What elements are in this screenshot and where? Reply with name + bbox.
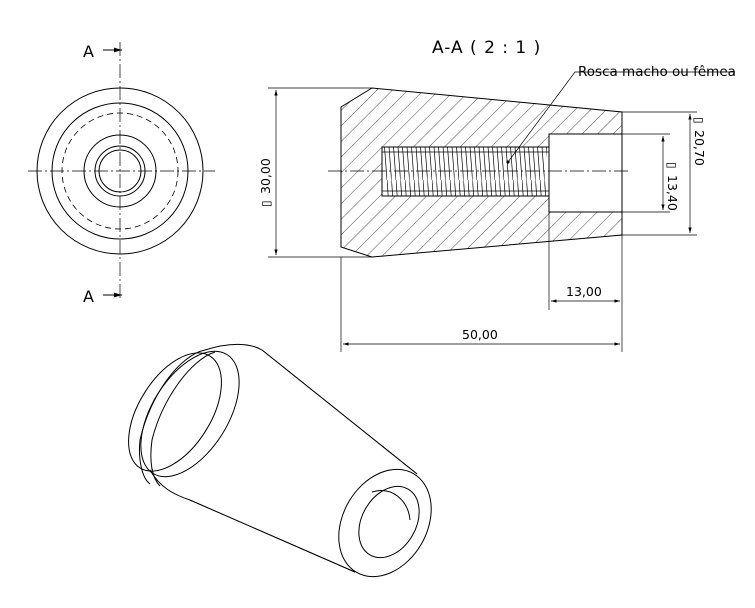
iso-body-bottom-line	[189, 499, 356, 573]
iso-back-inner-arc	[150, 351, 216, 487]
thread-teeth	[384, 147, 547, 196]
outer-circle	[36, 87, 204, 255]
section-hatch-lower	[341, 171, 622, 257]
thread-inner-circle	[98, 149, 142, 193]
iso-body-top-line	[261, 349, 418, 475]
thread-outer-circle	[94, 145, 146, 197]
dim-total-length-value: 50,00	[462, 327, 498, 342]
iso-front-face	[338, 468, 432, 578]
dim-bore-diameter-value: 13,40	[665, 175, 680, 211]
dim-outer-diameter-value: 30,00	[258, 158, 273, 194]
section-view: A-A ( 2 : 1 ) Rosca macho ou fêmea ▯ 30,…	[258, 38, 736, 352]
hub-circle	[83, 134, 157, 208]
cut-marker-top-label: A	[83, 42, 94, 61]
isometric-view	[128, 343, 432, 578]
dim-end-diameter-value: 20,70	[692, 130, 707, 166]
hidden-bore-circle	[61, 112, 179, 230]
annotation-leader	[507, 71, 735, 163]
dim-bore-depth-value: 13,00	[566, 284, 602, 299]
dim-outer-diameter-symbol: ▯	[259, 200, 273, 207]
bore-outline	[548, 133, 622, 213]
dim-bore-diameter-symbol: ▯	[665, 162, 679, 169]
iso-front-bore	[358, 485, 420, 559]
iso-back-visible-arc	[139, 349, 206, 485]
annotation-leader-dot	[506, 160, 510, 164]
annotation-text: Rosca macho ou fêmea	[578, 64, 736, 80]
front-view: A A	[28, 42, 215, 306]
chamfer-circle	[51, 102, 189, 240]
cut-marker-bottom-label: A	[83, 287, 94, 306]
iso-back-chamfer-face	[128, 352, 222, 472]
section-hatch-upper	[341, 88, 622, 171]
section-title: A-A ( 2 : 1 )	[432, 38, 541, 58]
iso-body-top-edge	[204, 343, 418, 475]
iso-bore-depth-edge	[371, 490, 411, 521]
dim-end-diameter-symbol: ▯	[692, 117, 706, 124]
